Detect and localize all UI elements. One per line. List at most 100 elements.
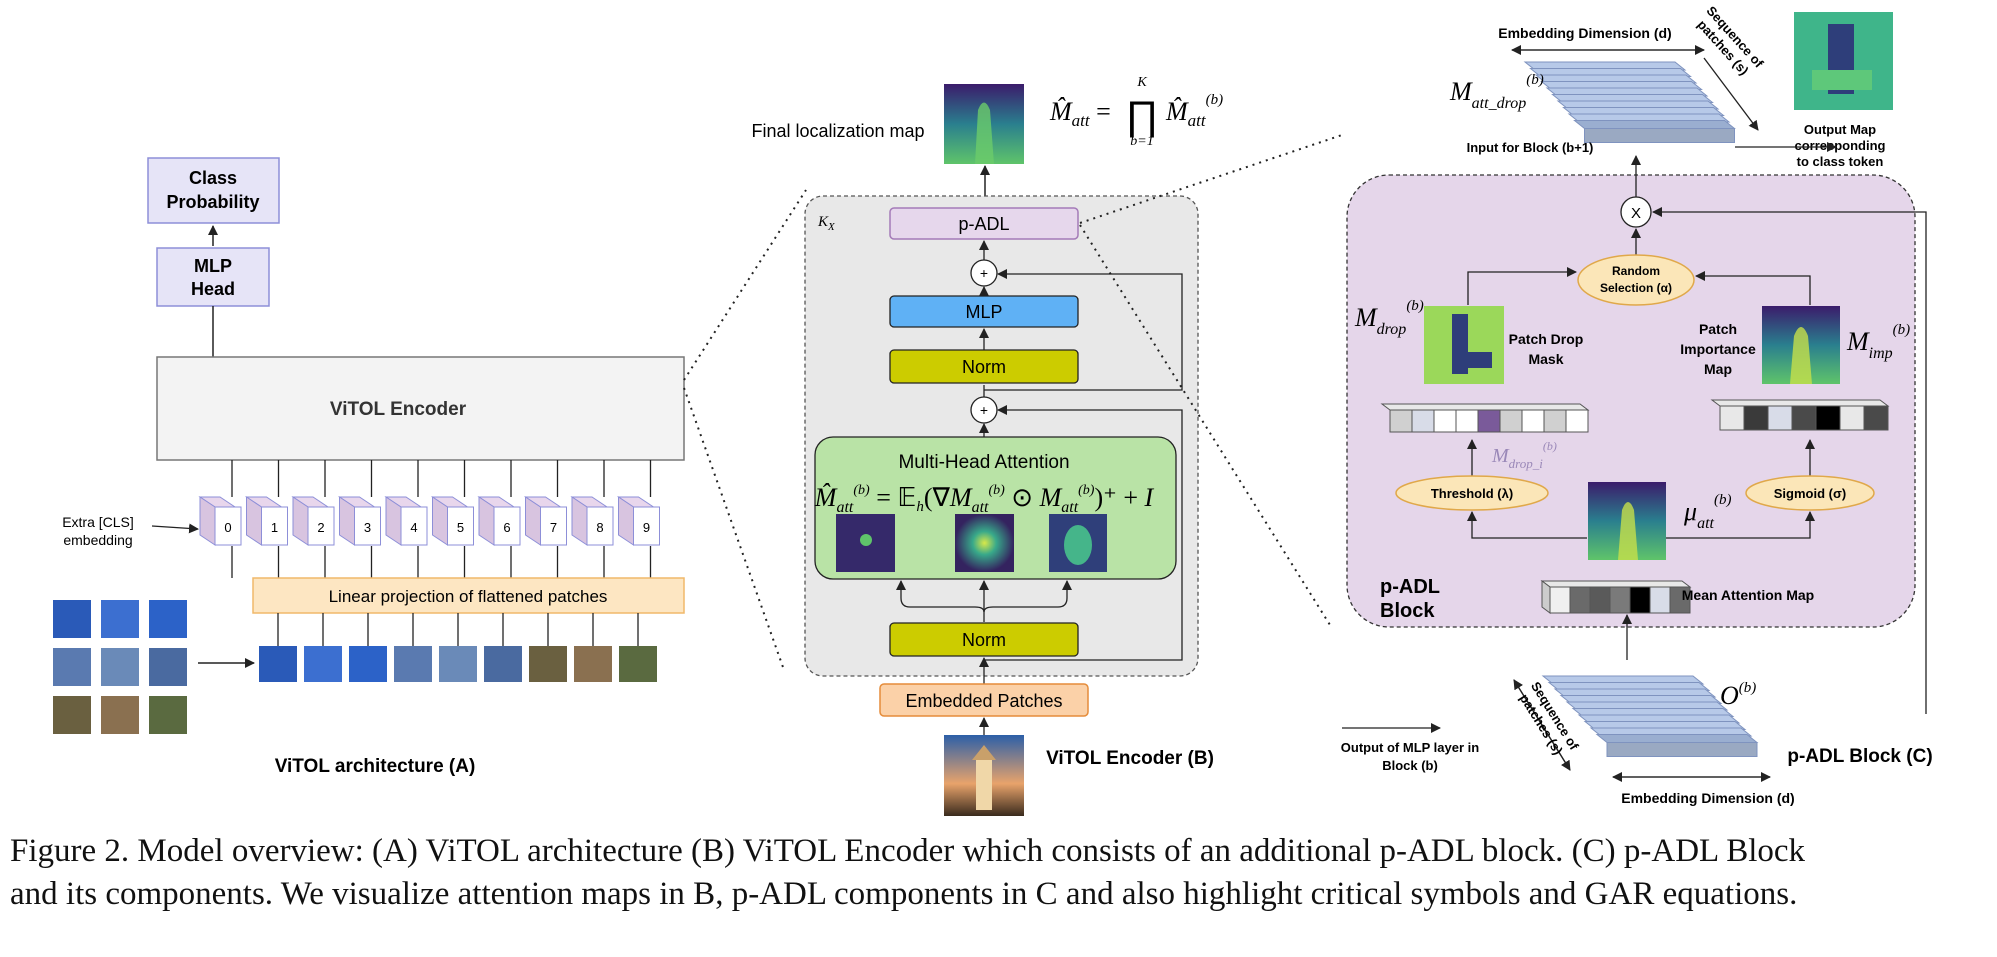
token-cube-5 (447, 506, 474, 546)
stack-layer (1573, 120, 1736, 129)
norm-box-lower (889, 622, 1079, 657)
model-overview-figure: Class Probability MLP Head ViTOL Encoder… (53, 3, 1933, 816)
vector-cell (1649, 586, 1671, 614)
vitol-encoder-label: ViTOL Encoder (330, 399, 467, 420)
eq-prod-top: K (1136, 75, 1147, 90)
sigmoid-label: Sigmoid (σ) (1774, 486, 1846, 501)
norm-label-upper: Norm (962, 357, 1006, 377)
vector-cell (1863, 405, 1889, 431)
vector-cell (1629, 586, 1651, 614)
random-selection-oval (1577, 254, 1695, 306)
token-label-4: 4 (410, 520, 417, 535)
panel-c-label: p-ADL Block (C) (1787, 746, 1932, 767)
token-cube-1 (261, 506, 288, 546)
vector-cell (1569, 586, 1591, 614)
vector-cell (1815, 405, 1841, 431)
patch-drop-mask-line2: Mask (1528, 351, 1563, 367)
output-map-line2: corresponding (1794, 138, 1885, 153)
token-label-9: 9 (643, 520, 650, 535)
flattened-patch (484, 646, 522, 682)
vector-cell (1455, 409, 1479, 433)
vector-cell (1549, 586, 1571, 614)
flattened-patch (574, 646, 612, 682)
final-localization-map-label: Final localization map (751, 121, 924, 141)
image-patch (53, 696, 91, 734)
padl-block-line1: p-ADL (1380, 576, 1440, 598)
input-next-block-label: Input for Block (b+1) (1467, 140, 1594, 155)
output-map-line3: to class token (1797, 154, 1884, 169)
token-cube-4 (400, 506, 428, 546)
mean-attention-map-label: Mean Attention Map (1682, 587, 1814, 603)
random-selection-line2: Selection (α) (1600, 281, 1672, 295)
mlp-head-line1: MLP (194, 256, 232, 276)
stack-layer (1595, 734, 1759, 743)
token-label-7: 7 (550, 520, 557, 535)
vector-cell (1669, 586, 1691, 614)
drop-mask-vector (1380, 403, 1590, 433)
flattened-patch (259, 646, 297, 682)
vector-cell (1477, 409, 1501, 433)
mlp-head-box (156, 247, 270, 307)
equation-final-rhs: M̂att(b) (1165, 92, 1223, 130)
mha-title: Multi-Head Attention (898, 452, 1069, 473)
mean-attention-vector (1540, 580, 1692, 614)
vector-cell (1589, 586, 1611, 614)
panel-b: Final localization map M̂att = ∏ K b=1 M… (751, 75, 1346, 816)
product-symbol: ∏ (1126, 94, 1159, 138)
flattened-patch (349, 646, 387, 682)
image-patch (101, 696, 139, 734)
image-patch (149, 696, 187, 734)
vector-cell (1521, 409, 1545, 433)
linear-projection-box (252, 577, 685, 614)
eq-prod-bottom: b=1 (1130, 134, 1153, 149)
class-probability-box (147, 157, 280, 224)
token-label-8: 8 (596, 520, 603, 535)
norm-label-lower: Norm (962, 630, 1006, 650)
matt-drop-label: Matt_drop(b) (1449, 72, 1544, 112)
embedded-patches-label: Embedded Patches (905, 691, 1062, 711)
token-cube-7 (540, 506, 567, 546)
padl-label: p-ADL (958, 214, 1009, 234)
flattened-patch (304, 646, 342, 682)
vector-cell (1767, 405, 1793, 431)
vector-cell (1411, 409, 1435, 433)
token-cube-8 (586, 506, 614, 546)
figure-caption: Figure 2. Model overview: (A) ViTOL arch… (10, 830, 1990, 916)
token-label-2: 2 (317, 520, 324, 535)
input-image-patches-grid (53, 600, 187, 734)
class-probability-line1: Class (189, 168, 237, 188)
embedding-dimension-top: Embedding Dimension (d) (1498, 25, 1671, 41)
mlp-label: MLP (965, 302, 1002, 322)
panel-b-label: ViTOL Encoder (B) (1046, 748, 1214, 769)
token-cube-0 (214, 506, 242, 546)
output-mlp-line1: Output of MLP layer in (1341, 740, 1479, 755)
threshold-label: Threshold (λ) (1431, 486, 1513, 501)
image-patch (101, 648, 139, 686)
image-patch (53, 648, 91, 686)
panel-a-label: ViTOL architecture (A) (275, 756, 476, 777)
token-label-0: 0 (224, 520, 231, 535)
vector-cell (1565, 409, 1589, 433)
output-embedding-stack (1523, 61, 1736, 143)
linear-projection-label: Linear projection of flattened patches (329, 587, 608, 606)
multiply-label: X (1631, 205, 1641, 222)
embedding-dimension-bottom: Embedding Dimension (d) (1621, 790, 1794, 806)
mlp-box (889, 295, 1079, 328)
caption-line-2: and its components. We visualize attenti… (10, 876, 1798, 912)
plus-1: + (980, 265, 988, 281)
token-label-1: 1 (271, 520, 278, 535)
padl-block-line2: Block (1380, 600, 1435, 622)
attention-map-2 (955, 514, 1014, 572)
o-b-label: O(b) (1720, 680, 1756, 710)
patch-importance-line2: Importance (1680, 341, 1756, 357)
token-cube-2 (307, 506, 335, 546)
flattened-patch (529, 646, 567, 682)
padl-block-region (1346, 174, 1916, 628)
vector-cell (1609, 586, 1631, 614)
encoder-b-region (804, 195, 1199, 677)
vector-cell (1719, 405, 1745, 431)
panel-c: Embedding Dimension (d) Sequence of patc… (1341, 3, 1933, 806)
panel-a: Class Probability MLP Head ViTOL Encoder… (53, 157, 807, 777)
vector-cell (1791, 405, 1817, 431)
token-cube-3 (354, 506, 381, 546)
